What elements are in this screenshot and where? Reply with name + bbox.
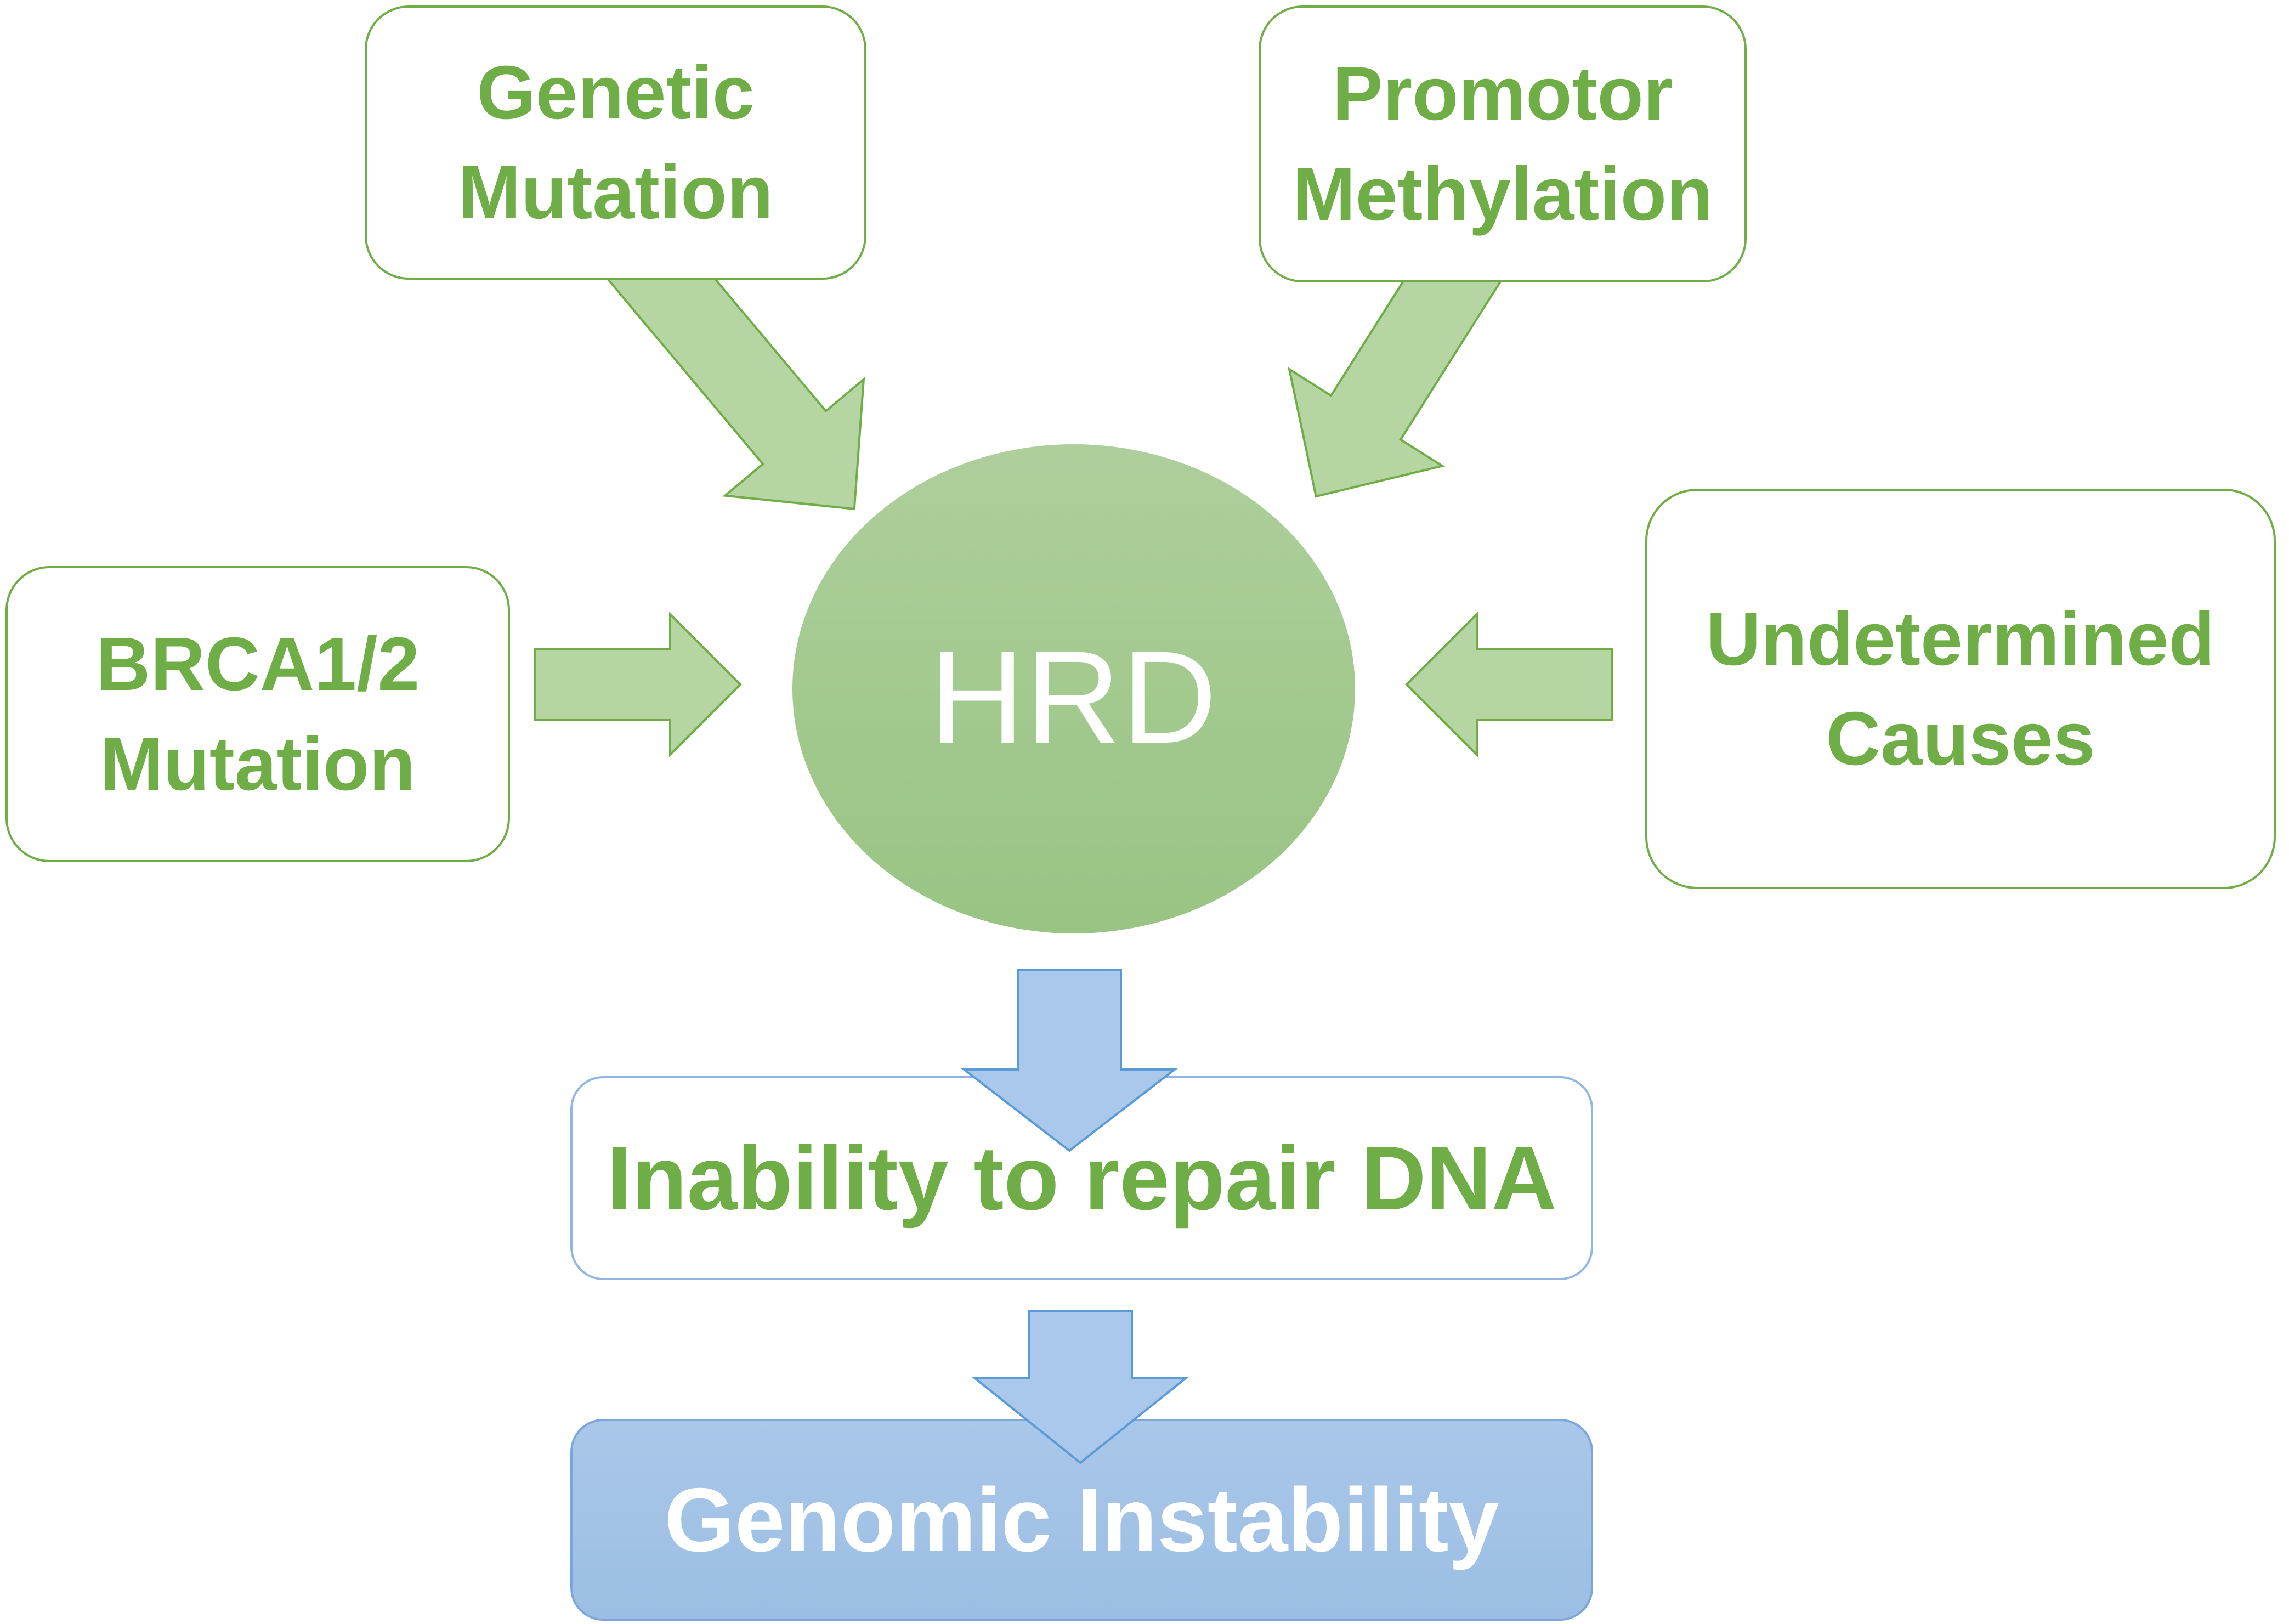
promotor-methylation-label-line2: Methylation	[1292, 151, 1713, 236]
hrd-circle: HRD	[792, 444, 1355, 933]
promotor-methylation-box: Promotor Methylation	[1259, 5, 1747, 282]
undetermined-causes-label-line1: Undetermined	[1706, 596, 2215, 681]
brca-mutation-box: BRCA1/2 Mutation	[5, 566, 510, 862]
brca-mutation-label-line2: Mutation	[100, 722, 416, 806]
undetermined-causes-label-line2: Causes	[1826, 697, 2095, 781]
arrow-inability-to-genomic-icon	[972, 1310, 1189, 1464]
arrow-hrd-to-inability-icon	[961, 969, 1178, 1152]
arrow-genetic-to-hrd-icon	[592, 207, 865, 511]
genetic-mutation-label-line1: Genetic	[477, 50, 755, 135]
arrow-brca-to-hrd-icon	[534, 612, 742, 757]
brca-mutation-label-line1: BRCA1/2	[95, 621, 420, 706]
undetermined-causes-box: Undetermined Causes	[1645, 489, 2276, 889]
genomic-instability-label: Genomic Instability	[664, 1469, 1499, 1570]
inability-to-repair-dna-box: Inability to repair DNA	[570, 1076, 1593, 1280]
genetic-mutation-box: Genetic Mutation	[365, 5, 866, 280]
arrow-undetermined-to-hrd-icon	[1405, 612, 1613, 757]
hrd-label: HRD	[930, 624, 1218, 771]
genetic-mutation-label-line2: Mutation	[458, 150, 773, 235]
promotor-methylation-label-line1: Promotor	[1332, 52, 1673, 137]
inability-to-repair-dna-label: Inability to repair DNA	[607, 1127, 1557, 1229]
